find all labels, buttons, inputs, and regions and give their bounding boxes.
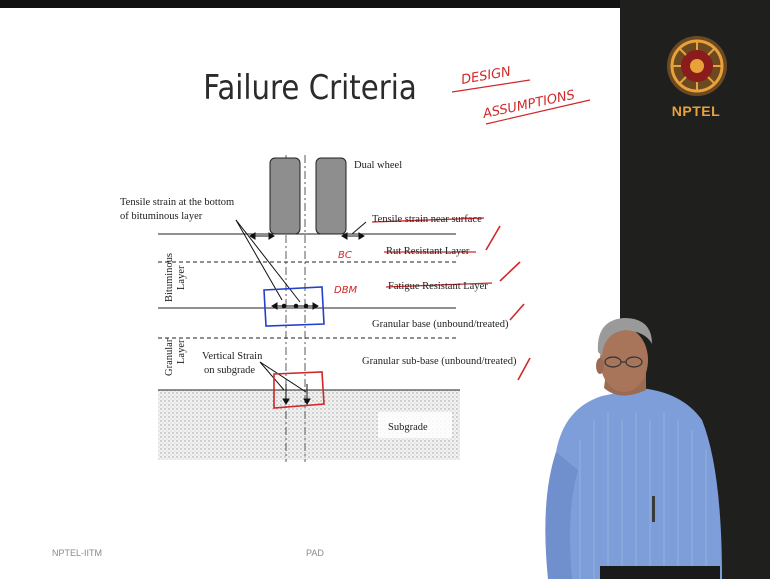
footer-center: PAD bbox=[306, 548, 324, 558]
tensile-bottom-label-1: Tensile strain at the bottom bbox=[120, 197, 234, 208]
fatigue-resistant-label: Fatigue Resistant Layer bbox=[388, 281, 488, 292]
bc-annotation: BC bbox=[338, 250, 352, 261]
presenter-pen bbox=[652, 496, 655, 522]
dual-wheel-label: Dual wheel bbox=[354, 160, 402, 171]
surface-strain-arrows bbox=[249, 232, 365, 240]
leader-lines bbox=[235, 219, 367, 393]
bituminous-layer-label-2: Layer bbox=[176, 265, 187, 290]
presenter-hair bbox=[597, 318, 652, 356]
granular-base-label: Granular base (unbound/treated) bbox=[372, 319, 509, 330]
granular-layer-label-1: Granular bbox=[164, 338, 175, 376]
tensile-surface-label: Tensile strain near surface bbox=[372, 214, 482, 225]
subgrade-label-box bbox=[378, 412, 452, 438]
assumptions-underline bbox=[485, 99, 591, 125]
nptel-logo-text: NPTEL bbox=[671, 103, 721, 119]
presenter-arm bbox=[545, 452, 578, 579]
subgrade-highlight-box bbox=[273, 371, 325, 409]
footer-left: NPTEL-IITM bbox=[52, 548, 103, 558]
tensile-bottom-label-2: of bituminous layer bbox=[120, 211, 203, 222]
wheel-left bbox=[269, 157, 301, 235]
vertical-strain-arrows bbox=[282, 384, 311, 405]
bituminous-layer-label-1: Bituminous bbox=[164, 253, 175, 302]
vertical-strain-label-2: on subgrade bbox=[204, 365, 255, 376]
strike-tensile-surface bbox=[371, 217, 485, 223]
bottom-strain-arrows bbox=[271, 302, 319, 310]
presenter-desk bbox=[600, 566, 720, 579]
rut-resistant-label: Rut Resistant Layer bbox=[386, 246, 470, 257]
granular-subbase-label: Granular sub-base (unbound/treated) bbox=[362, 356, 517, 367]
dbm-highlight-box bbox=[263, 286, 325, 327]
strike-fatigue-resistant bbox=[385, 282, 493, 288]
pavement-diagram: Dual wheel Tensile strain at the bottom … bbox=[120, 64, 591, 462]
presenter-glasses bbox=[604, 356, 643, 368]
check-marks bbox=[485, 225, 531, 381]
vertical-strain-label-1: Vertical Strain bbox=[202, 351, 263, 362]
nptel-logo-icon bbox=[667, 36, 727, 96]
top-border bbox=[0, 0, 770, 8]
presenter-face bbox=[600, 328, 648, 392]
slide-canvas bbox=[0, 8, 620, 579]
slide-title: Failure Criteria bbox=[203, 68, 417, 108]
granular-layer-label-2: Layer bbox=[176, 339, 187, 364]
subgrade-label: Subgrade bbox=[388, 422, 428, 433]
presenter-ear bbox=[596, 358, 604, 374]
wheel-right bbox=[315, 157, 347, 235]
dbm-annotation: DBM bbox=[334, 285, 358, 296]
design-underline bbox=[451, 79, 531, 93]
